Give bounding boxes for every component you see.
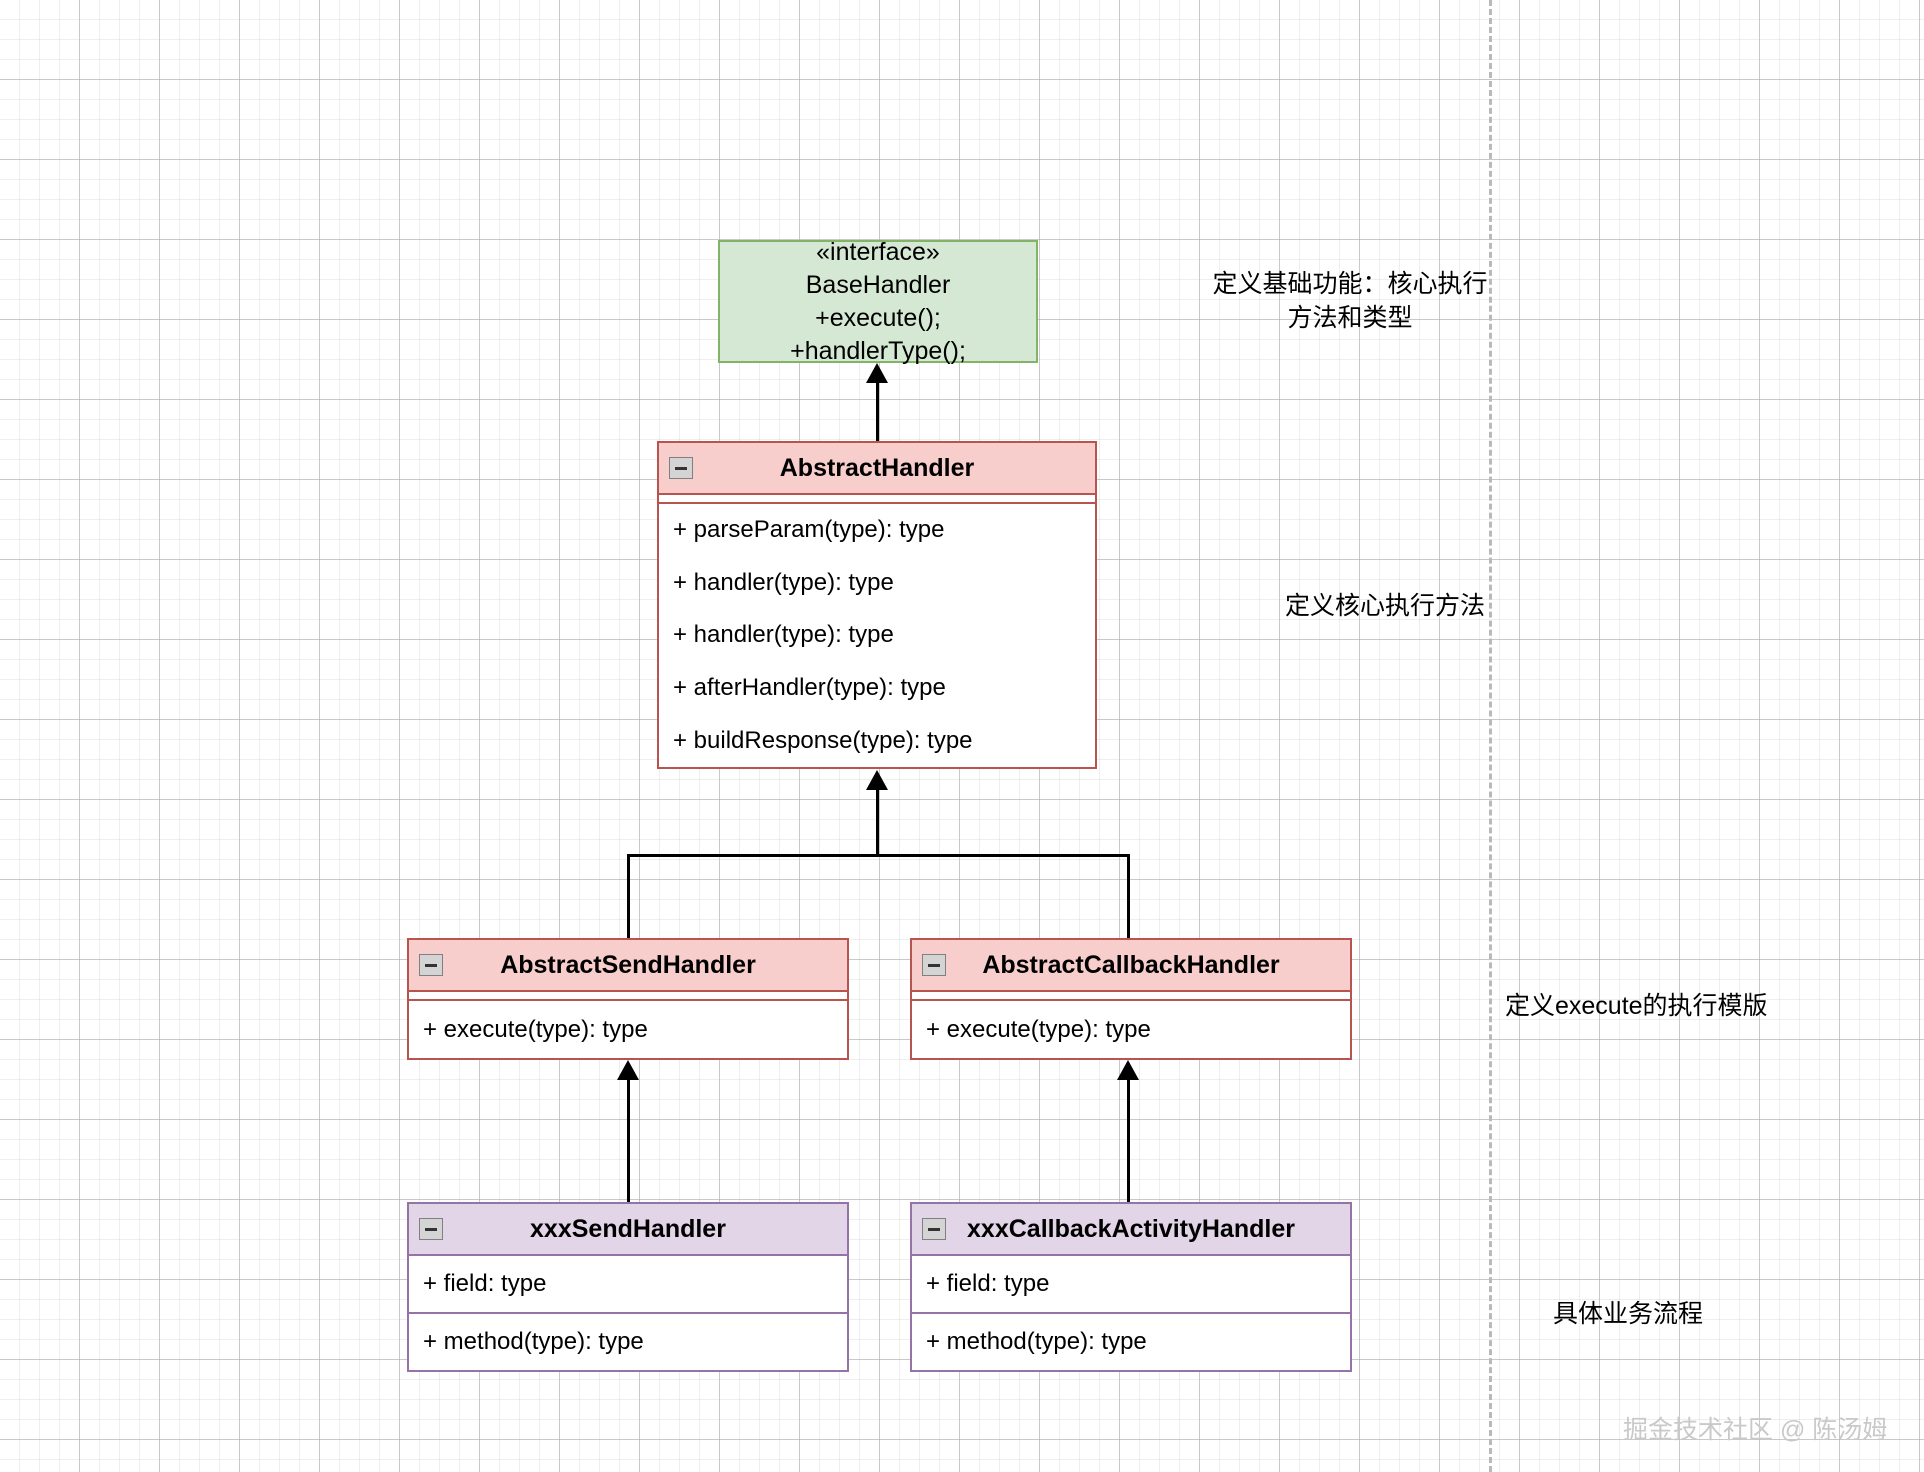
connector-xxxcallback-to-abstractcallbackhandler (1127, 1080, 1130, 1202)
class-box-xxxsendhandler[interactable]: xxxSendHandler + field: type + method(ty… (407, 1202, 849, 1372)
arrowhead-to-abstractcallbackhandler (1117, 1060, 1139, 1080)
minus-icon[interactable] (419, 1218, 443, 1240)
abstracthandler-header[interactable]: AbstractHandler (659, 443, 1095, 495)
minus-icon[interactable] (922, 1218, 946, 1240)
interface-name: BaseHandler (805, 270, 951, 299)
class-box-abstractcallbackhandler[interactable]: AbstractCallbackHandler + execute(type):… (910, 938, 1352, 1060)
arrowhead-to-basehandler (866, 363, 888, 383)
abstracthandler-separator (659, 495, 1095, 504)
abstractsendhandler-methods: + execute(type): type (409, 1001, 847, 1058)
xxxsendhandler-header[interactable]: xxxSendHandler (409, 1204, 847, 1256)
abstracthandler-title: AbstractHandler (779, 453, 975, 482)
abstractcallbackhandler-methods: + execute(type): type (912, 1001, 1350, 1058)
abstractcallbackhandler-method-execute: + execute(type): type (926, 1015, 1151, 1043)
connector-trunk-to-abstracthandler (876, 790, 879, 856)
xxxcallbackactivityhandler-fields: + field: type (912, 1256, 1350, 1314)
connector-branch-left (627, 854, 630, 940)
interface-member-execute: +execute(); (815, 303, 941, 332)
note-business-flow: 具体业务流程 (1553, 1300, 1704, 1328)
abstractcallbackhandler-title: AbstractCallbackHandler (982, 950, 1280, 979)
note-interface: 定义基础功能：核心执行 方法和类型 (1212, 270, 1488, 332)
xxxcallbackactivityhandler-method: + method(type): type (926, 1328, 1147, 1355)
abstracthandler-method-afterhandler: + afterHandler(type): type (673, 674, 946, 702)
connector-branch-right (1127, 854, 1130, 940)
xxxsendhandler-method: + method(type): type (423, 1328, 644, 1355)
minus-icon[interactable] (669, 457, 693, 479)
connector-abstracthandler-to-basehandler (876, 382, 879, 442)
interface-box-basehandler[interactable]: «interface» BaseHandler +execute(); +han… (718, 238, 1038, 365)
xxxcallbackactivityhandler-methods: + method(type): type (912, 1314, 1350, 1370)
xxxcallbackactivityhandler-header[interactable]: xxxCallbackActivityHandler (912, 1204, 1350, 1256)
page-break-guide (1489, 0, 1492, 1472)
class-box-xxxcallbackactivityhandler[interactable]: xxxCallbackActivityHandler + field: type… (910, 1202, 1352, 1372)
abstractsendhandler-separator (409, 992, 847, 1001)
abstractcallbackhandler-separator (912, 992, 1350, 1001)
abstracthandler-method-parseparam: + parseParam(type): type (673, 516, 945, 544)
arrowhead-to-abstractsendhandler (617, 1060, 639, 1080)
minus-icon[interactable] (922, 954, 946, 976)
abstracthandler-method-buildresponse: + buildResponse(type): type (673, 726, 973, 754)
abstractsendhandler-title: AbstractSendHandler (500, 950, 756, 979)
abstracthandler-method-handler-1: + handler(type): type (673, 568, 894, 596)
xxxsendhandler-field: + field: type (423, 1270, 547, 1297)
xxxsendhandler-fields: + field: type (409, 1256, 847, 1314)
interface-member-handlertype: +handlerType(); (790, 336, 966, 365)
xxxcallbackactivityhandler-field: + field: type (926, 1270, 1050, 1297)
abstractsendhandler-method-execute: + execute(type): type (423, 1015, 648, 1043)
interface-stereotype: «interface» (816, 237, 940, 266)
abstractcallbackhandler-header[interactable]: AbstractCallbackHandler (912, 940, 1350, 992)
watermark: 掘金技术社区 @ 陈汤姆 (1623, 1416, 1888, 1444)
abstracthandler-method-handler-2: + handler(type): type (673, 621, 894, 649)
class-box-abstracthandler[interactable]: AbstractHandler + parseParam(type): type… (657, 441, 1097, 769)
connector-xxxsendhandler-to-abstractsendhandler (627, 1080, 630, 1202)
abstracthandler-methods: + parseParam(type): type + handler(type)… (659, 504, 1095, 767)
xxxcallbackactivityhandler-title: xxxCallbackActivityHandler (967, 1214, 1295, 1243)
minus-icon[interactable] (419, 954, 443, 976)
xxxsendhandler-methods: + method(type): type (409, 1314, 847, 1370)
class-box-abstractsendhandler[interactable]: AbstractSendHandler + execute(type): typ… (407, 938, 849, 1060)
note-execute-template: 定义execute的执行模版 (1505, 992, 1768, 1020)
connector-branch-horizontal (627, 854, 1130, 857)
abstractsendhandler-header[interactable]: AbstractSendHandler (409, 940, 847, 992)
note-abstract-handler: 定义核心执行方法 (1284, 592, 1485, 620)
arrowhead-to-abstracthandler (866, 770, 888, 790)
xxxsendhandler-title: xxxSendHandler (530, 1214, 726, 1243)
